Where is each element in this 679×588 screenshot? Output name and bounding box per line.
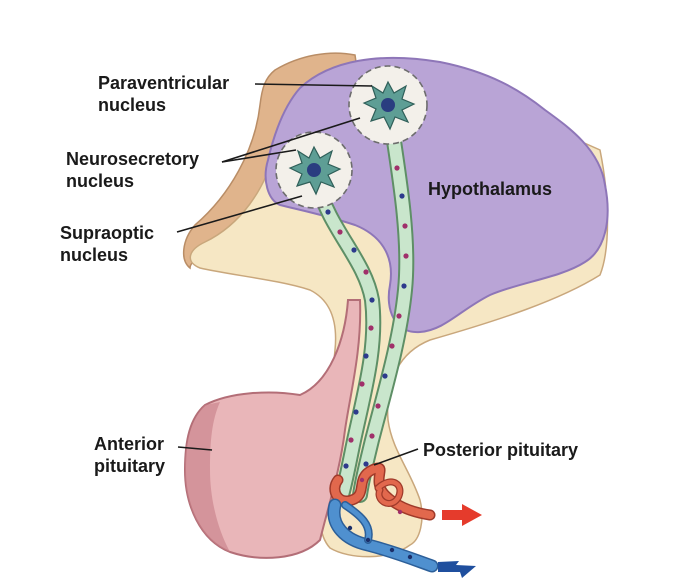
paraventricular-neuron <box>349 66 427 144</box>
label-hypothalamus: Hypothalamus <box>428 178 552 200</box>
blue-arrow-icon <box>438 561 476 578</box>
supraoptic-neuron <box>276 132 352 208</box>
red-arrow-icon <box>442 504 482 526</box>
label-posterior-pituitary: Posterior pituitary <box>423 439 578 461</box>
